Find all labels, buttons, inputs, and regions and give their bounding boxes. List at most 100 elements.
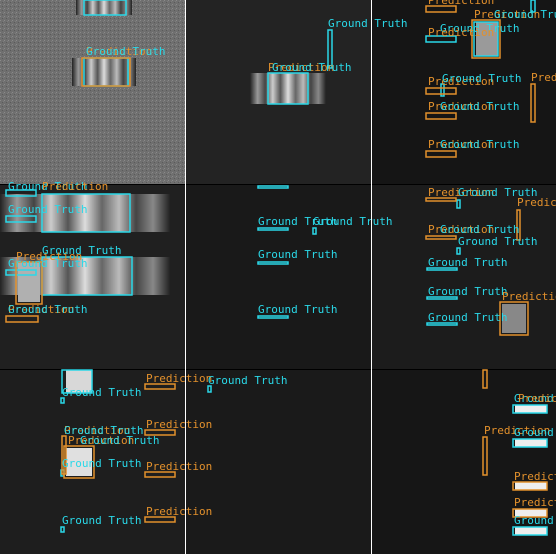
ground-truth-label: Ground Truth	[8, 303, 87, 316]
ground-truth-label: Ground Truth	[258, 215, 337, 228]
ground-truth-label: Ground Truth	[440, 223, 519, 236]
pred-box	[425, 112, 457, 120]
prediction-label: Prediction	[146, 460, 212, 473]
streak	[66, 370, 92, 393]
streak	[250, 73, 326, 104]
streak	[515, 482, 547, 490]
gt-box	[83, 0, 127, 16]
prediction-label: Prediction	[428, 138, 494, 151]
prediction-label: Prediction	[146, 418, 212, 431]
ground-truth-label: Ground Truth	[514, 514, 556, 527]
pred-box	[530, 83, 536, 123]
gt-box	[257, 261, 289, 265]
gt-box	[267, 72, 309, 105]
ground-truth-label: Ground Truth	[514, 392, 556, 405]
prediction-label: Prediction	[42, 180, 108, 193]
pred-box	[144, 383, 176, 390]
prediction-label: Prediction	[474, 8, 540, 21]
ground-truth-label: Ground Truth	[62, 457, 141, 470]
ground-truth-label: Ground Truth	[442, 72, 521, 85]
gt-box	[512, 526, 548, 536]
panel-1-2	[372, 185, 556, 369]
pred-box	[512, 481, 548, 491]
gt-box	[61, 369, 93, 394]
gt-box	[425, 35, 457, 43]
ground-truth-label: Ground Truth	[440, 22, 519, 35]
panel-2-1	[186, 370, 371, 554]
pred-box	[425, 197, 457, 202]
prediction-label: Prediction	[531, 71, 556, 84]
gt-box	[5, 189, 37, 197]
prediction-label: Prediction	[484, 424, 550, 437]
gt-box	[257, 227, 289, 231]
prediction-label: Prediction	[518, 392, 556, 405]
ground-truth-label: Ground Truth	[258, 248, 337, 261]
gt-box	[530, 0, 536, 13]
pred-box	[63, 445, 95, 479]
pred-box	[512, 508, 548, 518]
gt-box	[426, 296, 458, 300]
ground-truth-label: Ground Truth	[328, 17, 407, 30]
streak	[515, 509, 547, 517]
prediction-label: Prediction	[428, 186, 494, 199]
ground-truth-label: Ground Truth	[62, 514, 141, 527]
ground-truth-label: Ground Truth	[428, 285, 507, 298]
gt-box	[257, 315, 289, 319]
prediction-label: Prediction	[64, 424, 130, 437]
prediction-label: Prediction	[8, 303, 74, 316]
ground-truth-label: Ground Truth	[86, 45, 165, 58]
prediction-label: Prediction	[428, 100, 494, 113]
ground-truth-label: Ground Truth	[514, 426, 556, 439]
gt-box	[456, 247, 461, 255]
pred-box	[81, 57, 131, 87]
pred-box	[425, 235, 457, 240]
prediction-label: Prediction	[428, 75, 494, 88]
panel-1-1	[186, 185, 371, 369]
prediction-label: Prediction	[428, 0, 494, 7]
streak	[502, 304, 526, 333]
streak	[515, 527, 547, 535]
ground-truth-label: Ground Truth	[42, 244, 121, 257]
ground-truth-label: Ground Truth	[64, 424, 143, 437]
pred-box	[482, 436, 488, 476]
ground-truth-label: Ground Truth	[458, 186, 537, 199]
ground-truth-label: Ground Truth	[313, 215, 392, 228]
streak	[515, 439, 547, 447]
ground-truth-label: Ground Truth	[428, 311, 507, 324]
pred-box	[499, 301, 529, 336]
streak	[0, 194, 170, 232]
prediction-label: Prediction	[16, 250, 82, 263]
prediction-label: Prediction	[514, 470, 556, 483]
streak	[18, 262, 40, 302]
ground-truth-boxes	[5, 0, 548, 536]
prediction-label: Prediction	[86, 45, 152, 58]
gt-box	[512, 404, 548, 414]
prediction-label: Prediction	[268, 61, 334, 74]
ground-truth-label: Ground Truth	[440, 138, 519, 151]
ground-truth-label: Ground Truth	[494, 8, 556, 21]
pred-box	[471, 19, 501, 59]
ground-truth-label: Ground Truth	[458, 235, 537, 248]
pred-box	[15, 261, 43, 305]
ground-truth-label: Ground Truth	[258, 303, 337, 316]
streak	[66, 448, 92, 476]
gt-box	[5, 269, 37, 276]
ground-truth-label: Ground Truth	[440, 100, 519, 113]
pred-box	[5, 315, 39, 323]
pred-box	[516, 209, 521, 241]
streak	[76, 0, 132, 15]
gt-box	[60, 397, 65, 404]
gt-box	[456, 199, 461, 209]
pred-box	[144, 516, 176, 523]
grid-separators	[185, 0, 372, 554]
ground-truth-label: Ground Truth	[8, 203, 87, 216]
prediction-label: Prediction	[517, 196, 556, 209]
separator-vertical-2	[371, 0, 372, 554]
gt-box	[327, 29, 333, 69]
ground-truth-label: Ground Truth	[428, 256, 507, 269]
pred-box	[425, 150, 457, 158]
pred-box	[144, 471, 176, 478]
gt-box	[512, 438, 548, 448]
gt-box	[207, 385, 212, 393]
